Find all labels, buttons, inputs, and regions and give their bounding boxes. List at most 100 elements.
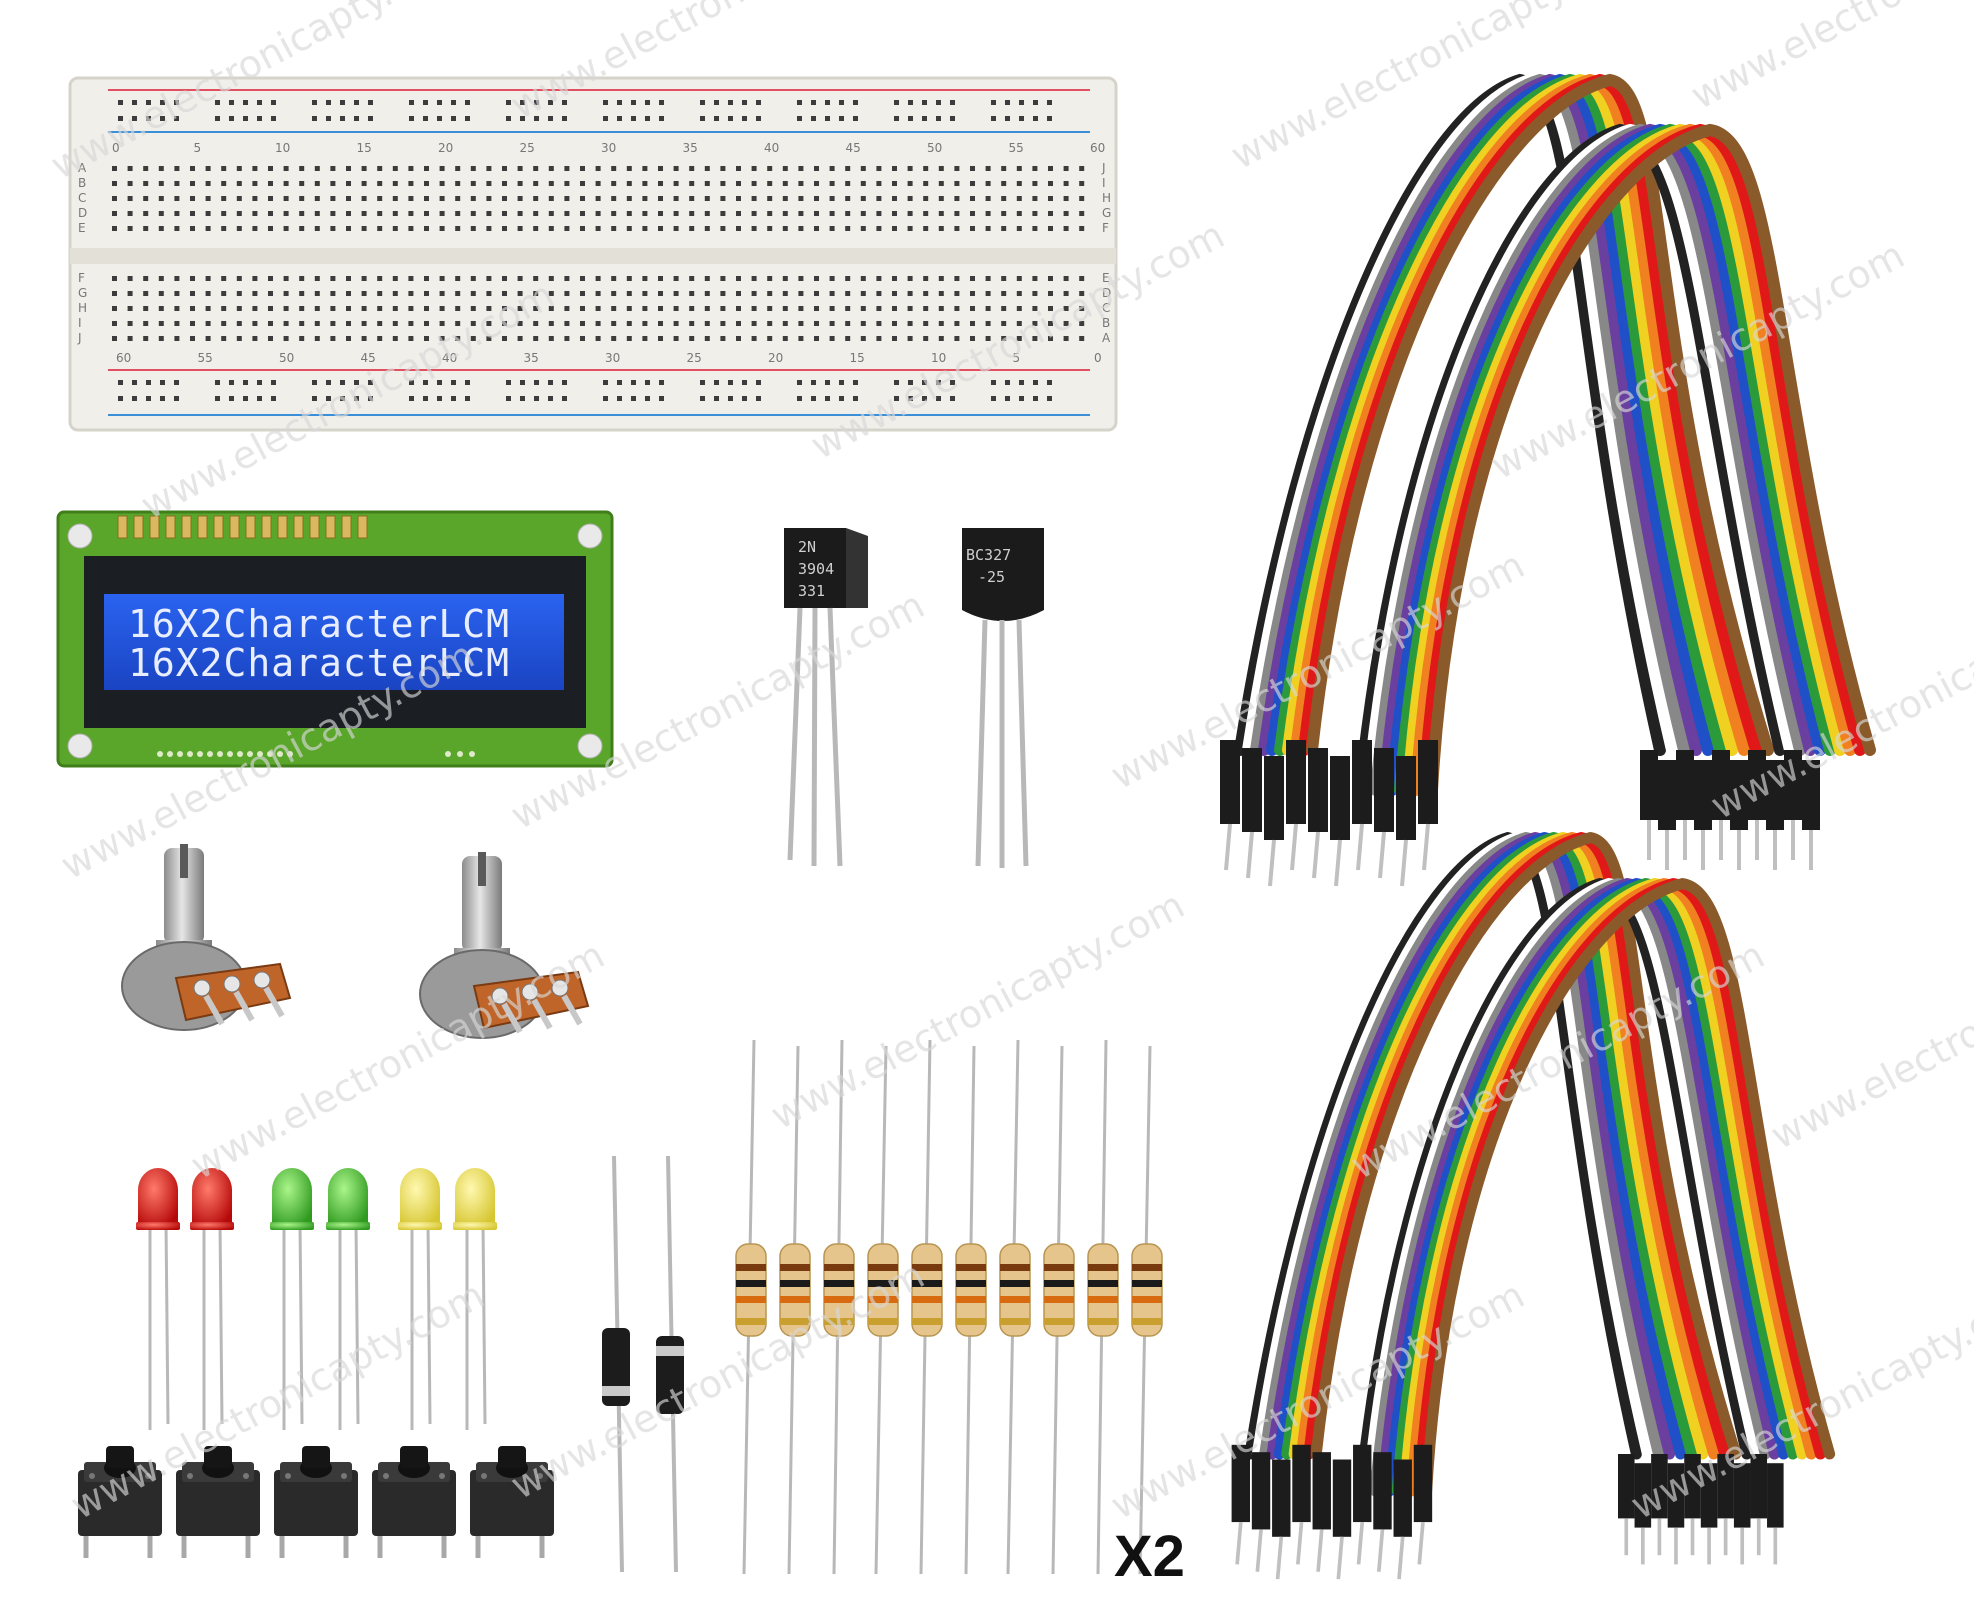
pot-leg — [501, 1002, 523, 1034]
jumper-pin — [1296, 1521, 1304, 1565]
pad — [167, 751, 173, 757]
jumper-connector — [1676, 750, 1694, 820]
pot-terminal — [223, 975, 241, 993]
jumper-pin — [1400, 839, 1408, 887]
potentiometer — [419, 852, 590, 1039]
wire — [1310, 831, 1742, 1460]
row-letter: B — [78, 176, 86, 190]
button-rivet — [187, 1473, 193, 1479]
pot-terminal — [521, 983, 539, 1001]
resistor-band — [1088, 1280, 1118, 1287]
lcd-header-pins — [117, 515, 368, 539]
lcd-pin — [261, 515, 272, 539]
button-base — [78, 1470, 162, 1536]
led-rim — [326, 1222, 370, 1230]
pot-leg — [263, 986, 285, 1018]
button-rivet — [383, 1473, 389, 1479]
jumper-connector — [1651, 1454, 1668, 1519]
lcd-pin — [277, 515, 288, 539]
column-number: 35 — [524, 351, 539, 365]
jumper-connector — [1667, 1463, 1685, 1528]
column-number: 40 — [442, 351, 457, 365]
pot-leg — [233, 990, 255, 1022]
resistor-band — [736, 1264, 766, 1271]
jumper-connector — [1272, 1459, 1291, 1537]
jumper-connector — [1308, 748, 1328, 832]
watermark-text: www.electronicapty.com — [1764, 903, 1974, 1158]
jumper-connector — [1767, 1463, 1784, 1528]
resistor-band — [824, 1296, 854, 1303]
pad — [469, 751, 475, 757]
led-body — [400, 1168, 440, 1228]
jumper-pin — [1356, 823, 1364, 871]
jumper-connector — [1750, 1454, 1768, 1519]
resistor-band — [1044, 1264, 1074, 1271]
row-letter: J — [1101, 161, 1106, 175]
jumper-connector — [1396, 756, 1416, 840]
transistor-label-line: 3904 — [798, 560, 834, 578]
jumper-pin — [1290, 823, 1298, 871]
resistor-band — [736, 1280, 766, 1287]
column-number: 25 — [687, 351, 702, 365]
led-body — [192, 1168, 232, 1228]
row-letter: J — [77, 331, 82, 345]
row-letter: F — [78, 271, 85, 285]
diode — [602, 1155, 630, 1573]
column-number: 10 — [275, 141, 290, 155]
pot-terminal — [491, 987, 509, 1005]
resistor-band — [1000, 1318, 1030, 1325]
button-base — [470, 1470, 554, 1536]
jumper-connector — [1418, 740, 1438, 824]
pot-terminal — [193, 979, 211, 997]
jumper-connector — [1373, 1452, 1392, 1530]
lcd-pin — [181, 515, 192, 539]
column-number: 45 — [361, 351, 376, 365]
row-letter: I — [78, 316, 82, 330]
diode — [656, 1155, 684, 1573]
resistor-band — [1000, 1264, 1030, 1271]
led-body — [272, 1168, 312, 1228]
resistor-band — [824, 1264, 854, 1271]
button-plunger — [204, 1446, 232, 1468]
resistor-band — [912, 1296, 942, 1303]
lcd-pin — [165, 515, 176, 539]
resistor-band — [1044, 1318, 1074, 1325]
resistor-band — [956, 1280, 986, 1287]
resistor-band — [912, 1264, 942, 1271]
resistor-band — [1044, 1296, 1074, 1303]
jumper-pin — [1312, 831, 1320, 879]
jumper-connector — [1730, 760, 1748, 830]
resistor-band — [1088, 1296, 1118, 1303]
column-number: 15 — [357, 141, 372, 155]
column-number: 60 — [1090, 141, 1105, 155]
pad — [267, 751, 273, 757]
led-leg — [298, 1221, 304, 1425]
row-letter: H — [78, 301, 87, 315]
button-rivet — [439, 1473, 445, 1479]
led-rim — [136, 1222, 180, 1230]
led-leg — [164, 1221, 170, 1425]
row-letter: D — [1102, 286, 1111, 300]
jumper-connector — [1353, 1444, 1372, 1523]
lcd-pin — [245, 515, 256, 539]
pad — [247, 751, 253, 757]
column-number: 55 — [198, 351, 213, 365]
wire — [1426, 123, 1876, 796]
jumper-pin — [1316, 1529, 1324, 1572]
led-leg — [218, 1221, 224, 1425]
button-plunger — [400, 1446, 428, 1468]
jumper-connector — [1242, 748, 1262, 832]
resistor-band — [780, 1264, 810, 1271]
resistors — [735, 1039, 1163, 1575]
led-leg — [426, 1221, 432, 1425]
column-number: 20 — [768, 351, 783, 365]
jumper-pin — [1378, 831, 1386, 879]
jumper-connector — [1330, 756, 1350, 840]
lcd-pin — [197, 515, 208, 539]
pad — [177, 751, 183, 757]
lcd-pin — [229, 515, 240, 539]
resistor-band — [956, 1296, 986, 1303]
column-number: 0 — [112, 141, 120, 155]
